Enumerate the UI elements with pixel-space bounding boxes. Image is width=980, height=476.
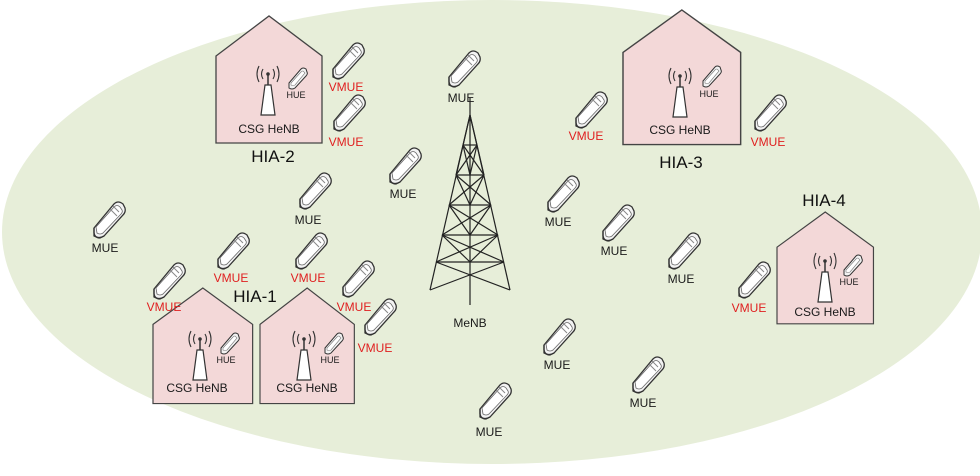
vmue-user: VMUE	[214, 232, 250, 285]
mue-label: MUE	[544, 358, 571, 372]
hue-label: HUE	[216, 355, 235, 365]
mue-user: MUE	[295, 172, 332, 227]
vmue-label: VMUE	[569, 129, 604, 143]
hia-2-home: HUE CSG HeNB	[215, 15, 323, 144]
mue-user: MUE	[668, 232, 701, 286]
mue-label: MUE	[295, 213, 322, 227]
menb-tower: MeNB	[429, 98, 511, 330]
mue-label: MUE	[630, 396, 657, 410]
hia-1-label: HIA-1	[233, 287, 276, 306]
henb-label: CSG HeNB	[794, 305, 855, 319]
hia-3-label: HIA-3	[659, 153, 702, 172]
mue-user: MUE	[92, 201, 126, 255]
henb-label: CSG HeNB	[238, 122, 299, 136]
mue-label: MUE	[92, 241, 119, 255]
mue-user: MUE	[448, 50, 481, 105]
vmue-user: VMUE	[732, 261, 771, 315]
mue-label: MUE	[668, 272, 695, 286]
mue-user: MUE	[601, 204, 635, 258]
vmue-user: VMUE	[337, 260, 375, 314]
henb-label: CSG HeNB	[649, 123, 710, 137]
vmue-label: VMUE	[732, 301, 767, 315]
mue-label: MUE	[601, 244, 628, 258]
mue-label: MUE	[545, 215, 572, 229]
hue-label: HUE	[699, 89, 718, 99]
hue-label: HUE	[286, 90, 305, 100]
vmue-user: VMUE	[329, 94, 366, 149]
hue-label: HUE	[320, 355, 339, 365]
vmue-user: VMUE	[329, 42, 365, 94]
vmue-label: VMUE	[751, 135, 786, 149]
vmue-label: VMUE	[147, 300, 182, 314]
mue-user: MUE	[545, 175, 580, 229]
vmue-user: VMUE	[291, 232, 328, 285]
hia-1-home-right: HUE CSG HeNB	[259, 287, 355, 405]
vmue-user: VMUE	[751, 94, 787, 149]
mue-label: MUE	[476, 425, 503, 439]
vmue-user: VMUE	[358, 298, 397, 355]
henb-label: CSG HeNB	[166, 381, 227, 395]
mue-user: MUE	[389, 147, 422, 201]
mue-user: MUE	[543, 318, 576, 372]
mue-user: MUE	[476, 382, 512, 439]
mue-label: MUE	[448, 91, 475, 105]
vmue-label: VMUE	[358, 341, 393, 355]
menb-label: MeNB	[453, 316, 486, 330]
hue-label: HUE	[839, 277, 858, 287]
hia-2-label: HIA-2	[251, 147, 294, 166]
lattice-tower-icon	[429, 98, 511, 305]
vmue-label: VMUE	[329, 80, 364, 94]
hia-4-home: HUE CSG HeNB	[776, 211, 875, 325]
hia-1-home-left: HUE CSG HeNB	[152, 287, 254, 405]
hia-3-home: HUE CSG HeNB	[622, 9, 742, 146]
vmue-user: VMUE	[147, 262, 186, 314]
mue-user: MUE	[630, 356, 665, 410]
vmue-user: VMUE	[569, 91, 608, 143]
vmue-label: VMUE	[214, 271, 249, 285]
mue-label: MUE	[390, 187, 417, 201]
vmue-label: VMUE	[329, 135, 364, 149]
hia-4-label: HIA-4	[802, 191, 845, 210]
vmue-label: VMUE	[291, 271, 326, 285]
henb-label: CSG HeNB	[276, 381, 337, 395]
vmue-label: VMUE	[337, 300, 372, 314]
